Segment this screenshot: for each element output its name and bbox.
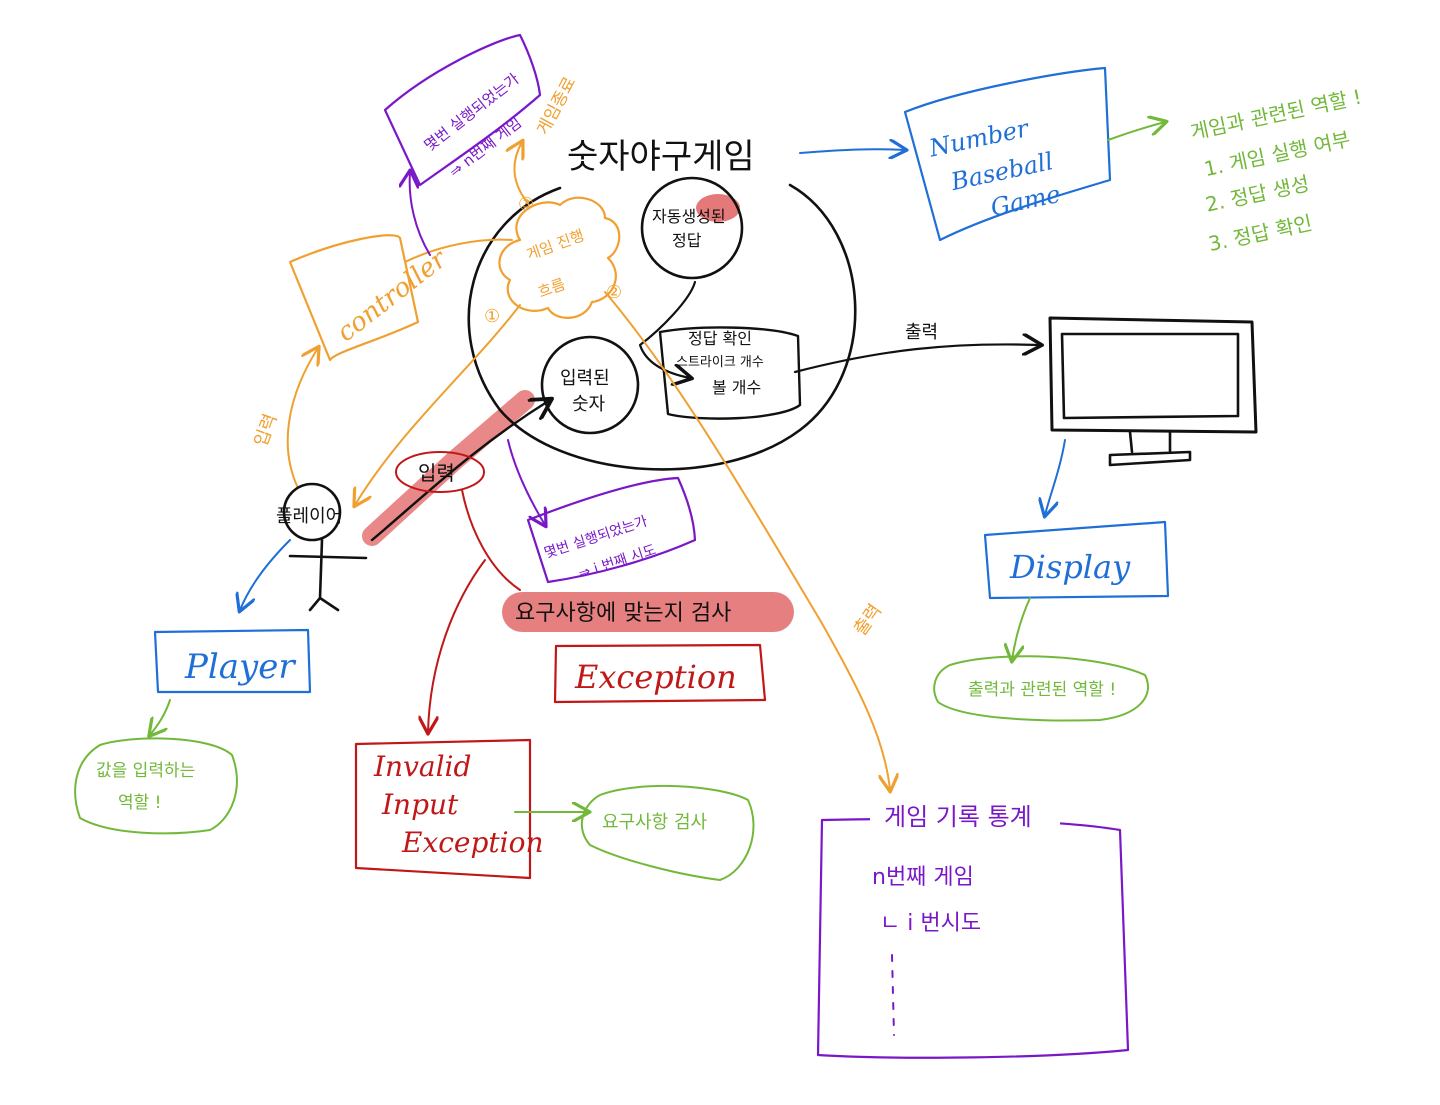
monitor-to-display-arrow	[1045, 439, 1066, 515]
player-stick-figure: 플레이어	[276, 482, 368, 612]
exception-box: Exception	[553, 643, 767, 704]
answer-to-check-curve	[638, 280, 697, 378]
player-role-bubble: 값을 입력하는 역할 !	[74, 737, 238, 835]
input-label: 입력	[418, 461, 455, 485]
controller-input-label: 입력	[251, 411, 282, 449]
player-role-line1: 값을 입력하는	[96, 761, 195, 781]
game-class-box: Number Baseball Game	[903, 66, 1112, 242]
purple-note-top: 몇번 실행되었는가 ⇒ n번째 게임	[383, 33, 542, 187]
invalid-input-exception-box: Invalid Input Exception	[354, 738, 544, 880]
stats-title: 게임 기록 통계	[884, 803, 1032, 831]
stats-line2: ㄴ i 번시도	[880, 911, 981, 936]
invalid-line2: Input	[381, 788, 459, 821]
cloud-number-1: ①	[484, 306, 500, 327]
display-to-role-arrow	[1012, 597, 1031, 660]
purple-note-mid: 몇번 실행되었는가 ⇒ i 번째 시도	[526, 476, 697, 584]
input-highlight-stroke	[362, 390, 535, 546]
game-role-line4: 3. 정답 확인	[1206, 211, 1314, 256]
stats-line1: n번째 게임	[872, 865, 974, 890]
auto-answer-circle: 자동생성된 정답	[640, 176, 744, 280]
input-number-line1: 입력된	[560, 368, 610, 389]
player-role-line2: 역할 !	[118, 793, 162, 813]
cloud-to-player-arrow	[355, 304, 521, 505]
invalid-line3: Exception	[401, 826, 544, 859]
check-answer-box: 정답 확인 스트라이크 개수 볼 개수	[658, 326, 802, 420]
input-to-purple-note-arrow	[507, 439, 545, 525]
controller-to-purple-note-arrow	[410, 172, 431, 256]
check-answer-title: 정답 확인	[688, 329, 752, 348]
game-class-role: 게임과 관련된 역할 ! 1. 게임 실행 여부 2. 정답 생성 3. 정답 …	[1188, 85, 1363, 257]
player-to-input-arrow	[370, 400, 550, 542]
game-flow-cloud: 게임 진행 흐름 ① ② ③	[484, 194, 622, 327]
cloud-line1: 게임 진행	[524, 226, 587, 263]
stats-box: 게임 기록 통계 n번째 게임 ㄴ i 번시도	[816, 800, 1130, 1059]
validation-banner: 요구사항에 맞는지 검사	[515, 601, 731, 626]
output-label: 출력	[905, 322, 938, 343]
validation-highlight	[502, 592, 794, 632]
auto-answer-line1: 자동생성된	[652, 207, 726, 226]
check-to-monitor-arrow	[793, 344, 1040, 374]
cloud-to-stats-arrow	[604, 291, 890, 790]
input-label-oval: 입력	[395, 451, 485, 493]
input-number-circle: 입력된 숫자	[540, 335, 640, 435]
exception-label: Exception	[574, 658, 737, 696]
title-to-game-class-arrow	[799, 149, 905, 153]
game-end-label: 게임종료	[533, 74, 580, 139]
game-class-to-role-arrow	[1107, 122, 1165, 141]
cloud-number-2: ②	[606, 282, 622, 303]
invalid-line1: Invalid	[373, 750, 471, 783]
check-answer-ball: 볼 개수	[712, 378, 761, 397]
display-role-label: 출력과 관련된 역할 !	[968, 680, 1116, 700]
monitor-icon	[1048, 316, 1258, 467]
display-role-bubble: 출력과 관련된 역할 !	[933, 655, 1149, 722]
validation-to-invalid-arrow	[428, 559, 486, 732]
player-class-box: Player	[153, 628, 312, 694]
player-class-label: Player	[184, 647, 296, 687]
center-title: 숫자야구게임	[567, 137, 755, 177]
purple-note-top-line1: 몇번 실행되었는가	[421, 70, 523, 155]
cloud-number-3: ③	[518, 194, 534, 215]
display-class-box: Display	[983, 520, 1170, 600]
player-class-to-role-arrow	[150, 699, 171, 735]
player-to-controller-arrow	[286, 348, 318, 489]
auto-answer-line2: 정답	[672, 231, 702, 250]
cloud-to-game-end-arrow	[514, 142, 528, 203]
cloud-line2: 흐름	[536, 275, 568, 301]
controller-to-cloud-arrow	[404, 238, 513, 263]
invalid-role-bubble: 요구사항 검사	[580, 784, 755, 881]
answer-highlight	[696, 194, 740, 222]
display-label: Display	[1009, 548, 1131, 586]
input-number-line2: 숫자	[572, 394, 606, 415]
stats-output-label: 출력	[850, 600, 886, 639]
check-answer-strike: 스트라이크 개수	[676, 355, 764, 370]
figure-to-player-class-arrow	[240, 539, 291, 610]
invalid-role-label: 요구사항 검사	[602, 812, 708, 833]
center-game-circle: 숫자야구게임	[467, 137, 857, 471]
input-to-validation-line	[461, 489, 521, 591]
player-name: 플레이어	[276, 506, 342, 527]
